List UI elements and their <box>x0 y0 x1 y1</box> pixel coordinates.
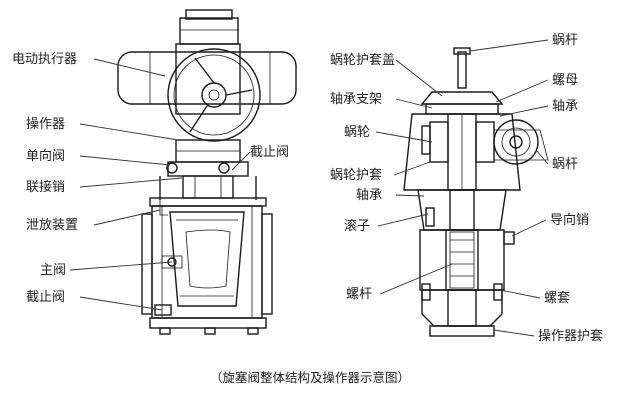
label-globe-valve-upper: 截止阀 <box>250 145 289 160</box>
figure-caption: （旋塞阀整体结构及操作器示意图） <box>210 370 410 385</box>
plug-valve-assembly-drawing <box>117 9 297 335</box>
label-screw-sleeve: 螺套 <box>544 290 570 306</box>
label-relief-device: 泄放装置 <box>26 218 78 233</box>
operator-section-drawing <box>403 47 549 337</box>
label-bearing-right: 轴承 <box>552 99 578 114</box>
label-main-valve: 主阀 <box>40 263 66 278</box>
label-worm-top: 蜗杆 <box>552 32 578 48</box>
label-globe-valve-lower: 截止阀 <box>26 290 65 305</box>
label-operator-sleeve: 操作器护套 <box>538 328 603 344</box>
label-worm-right: 蜗杆 <box>552 156 578 172</box>
label-bearing-left: 轴承 <box>356 188 382 203</box>
label-worm-gear: 蜗轮 <box>344 124 370 140</box>
label-nut: 螺母 <box>552 73 578 88</box>
label-worm-gear-sleeve: 蜗轮护套 <box>330 167 382 183</box>
label-worm-gear-cover: 蜗轮护套盖 <box>330 52 395 68</box>
label-check-valve: 单向阀 <box>26 148 65 164</box>
label-roller: 滚子 <box>344 218 370 234</box>
left-leader-lines <box>69 58 251 311</box>
label-connecting-pin: 联接销 <box>26 179 65 195</box>
label-guide-pin: 导向销 <box>550 212 589 228</box>
label-bearing-bracket: 轴承支架 <box>330 92 382 107</box>
label-operator: 操作器 <box>26 116 65 132</box>
label-electric-actuator: 电动执行器 <box>12 52 77 67</box>
right-leader-lines <box>375 39 549 337</box>
label-screw: 螺杆 <box>346 287 372 302</box>
